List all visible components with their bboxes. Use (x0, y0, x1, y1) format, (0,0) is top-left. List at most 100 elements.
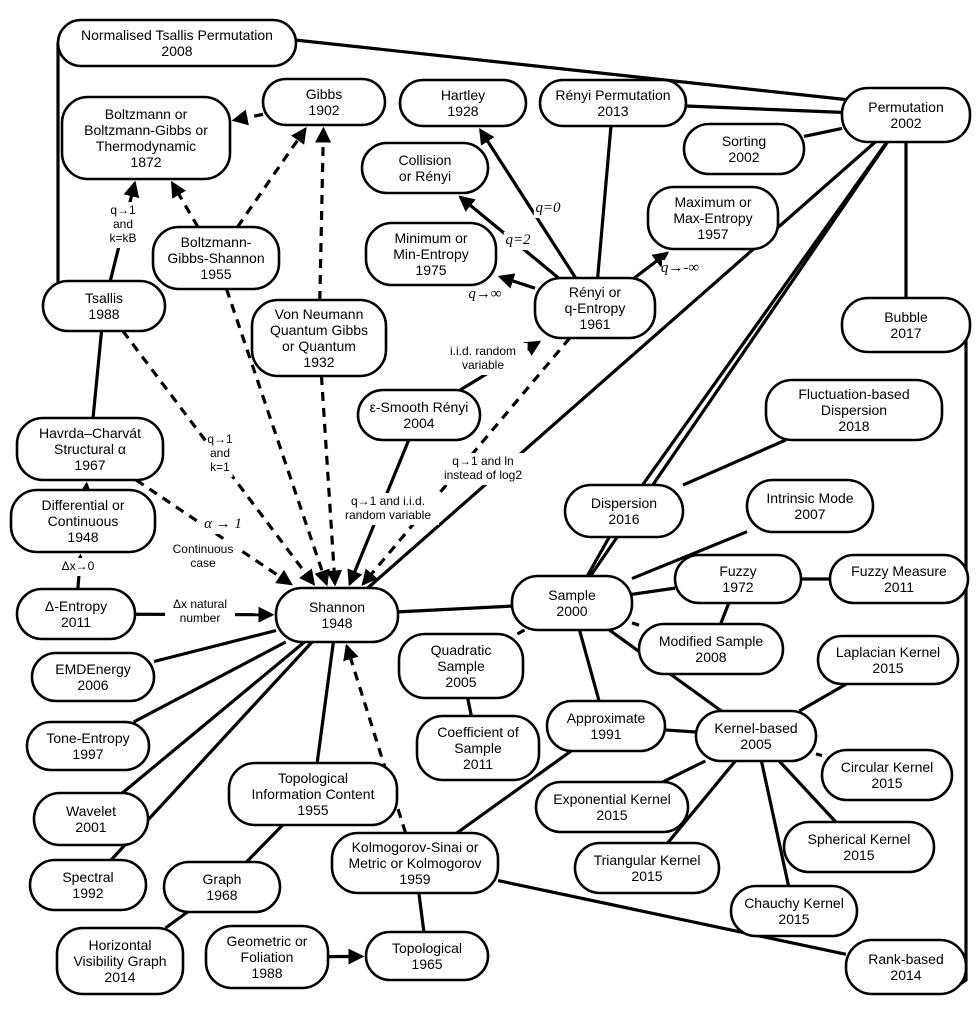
edge-approximate-to-kernel (664, 728, 697, 734)
node-label-line: Laplacian Kernel (836, 644, 940, 660)
edge-label-text: Continuous (173, 542, 234, 556)
node-box (563, 483, 685, 539)
node-label-line: Geometric or (227, 933, 308, 949)
node-label-line: 2002 (890, 115, 921, 131)
node-label-line: 2004 (403, 415, 434, 431)
node-label-line: 1967 (74, 457, 105, 473)
node-label-line: 1988 (88, 306, 119, 322)
node-label-line: Sample (437, 658, 485, 674)
node-label-line: Wavelet (66, 803, 116, 819)
node-label-line: 2015 (843, 847, 874, 863)
node-label-line: Sorting (722, 133, 766, 149)
node-label-line: Rank-based (868, 951, 944, 967)
node-label-line: Fuzzy Measure (851, 563, 947, 579)
edge-label-bg (107, 202, 139, 248)
edge-layer (56, 38, 968, 986)
node-box (151, 225, 281, 291)
node-label-line: Normalised Tsallis Permutation (81, 27, 273, 43)
node-label-line: Permutation (868, 99, 943, 115)
edge-kernel-to-exponential (661, 759, 707, 784)
node-box (398, 78, 528, 128)
node-label-line: q-Entropy (565, 300, 626, 316)
node-label-line: Continuous (48, 513, 119, 529)
node-label-line: 1968 (206, 887, 237, 903)
edge-renyi_perm-to-renyi (596, 125, 613, 279)
node-label-line: 2006 (77, 677, 108, 693)
node-label-line: Fluctuation-based (798, 386, 909, 402)
node-label-line: 1955 (297, 802, 328, 818)
edge-gibbs-to-boltzmann (231, 109, 264, 126)
edge-label-bg (201, 516, 245, 534)
node-label-line: Kernel-based (714, 720, 797, 736)
node-label-line: Sample (548, 587, 596, 603)
node-box (415, 714, 541, 782)
node-label-line: 1965 (411, 956, 442, 972)
node-label-line: or Rényi (399, 168, 451, 184)
node-box (840, 296, 972, 354)
node-label-line: Intrinsic Mode (766, 490, 853, 506)
node-label-line: 2017 (890, 325, 921, 341)
edge-renyi-to-maximum (633, 251, 670, 280)
node-box (816, 634, 960, 686)
node-box (646, 185, 780, 251)
edge-label-bg (207, 431, 233, 477)
edge-renyi-to-hartley (479, 127, 578, 279)
node-box (533, 276, 657, 340)
node-box (41, 279, 167, 333)
node-label-line: Fuzzy (719, 563, 756, 579)
edge-normalised-tsallis-to-permutation (294, 38, 851, 102)
edge-label-text: instead of log2 (444, 468, 522, 482)
node-label-line: 1948 (321, 615, 352, 631)
edge-label-bg (533, 200, 563, 218)
node-box (227, 761, 399, 827)
edge-tsallis-to-havrda (91, 330, 104, 419)
edge-kernel-to-spherical (778, 759, 837, 824)
node-label-line: or Quantum (282, 338, 356, 354)
edge-label-text: Δx natural (173, 597, 227, 611)
edge-graph-to-hvg (164, 910, 189, 930)
edge-label-text: number (180, 611, 221, 625)
edge-sorting-to-permutation (803, 126, 843, 138)
node-label-line: Collision (399, 152, 452, 168)
node-label-line: 2001 (75, 819, 106, 835)
node-box (729, 884, 859, 938)
edge-label-text: i.i.d. random (450, 344, 516, 358)
edge-sample-to-fuzzy (631, 586, 676, 596)
node-label-line: Minimum or (394, 230, 467, 246)
edge-label-bg (168, 541, 238, 573)
edge-label-text: and (113, 217, 133, 231)
node-box (538, 78, 688, 128)
node-label-line: 1928 (447, 103, 478, 119)
edge-label-bg (503, 232, 533, 250)
node-box (32, 791, 150, 847)
node-box (330, 831, 500, 895)
node-label-line: Differential or (41, 497, 124, 513)
node-label-line: Hartley (441, 87, 485, 103)
node-box (356, 388, 482, 442)
node-label-line: 2002 (728, 149, 759, 165)
edge-label-text: q→-∞ (661, 260, 699, 276)
node-label-line: Horizontal (88, 937, 151, 953)
edge-approximate-to-kolmogorov (455, 749, 573, 835)
node-label-line: 2007 (794, 506, 825, 522)
node-label-line: Havrda–Charvát (39, 425, 141, 441)
